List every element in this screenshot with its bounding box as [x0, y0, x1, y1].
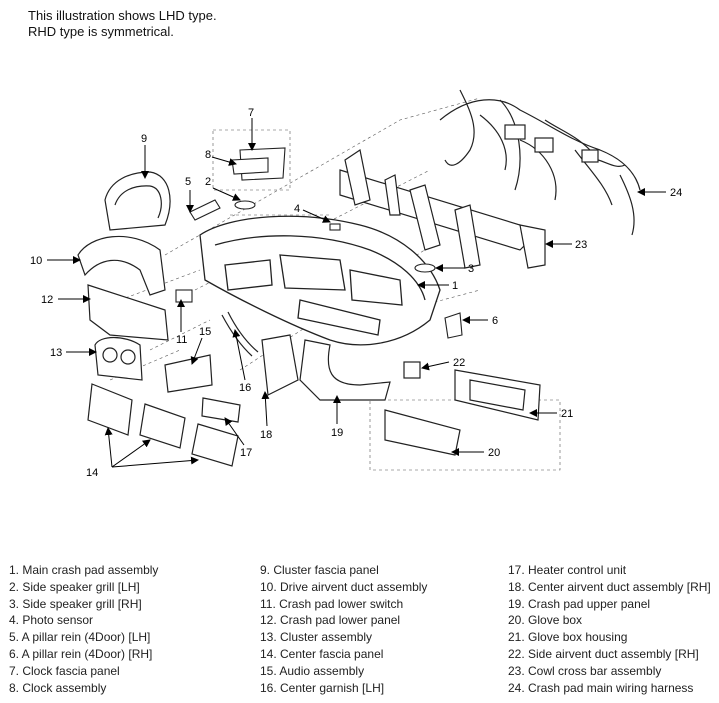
cowl-cross-bar-part	[339, 149, 546, 269]
legend-item: 21. Glove box housing	[508, 630, 628, 645]
side-speaker-grill-rh-part	[414, 263, 436, 273]
legend-item: 2. Side speaker grill [LH]	[9, 579, 140, 594]
crash-pad-lower-panel-part	[87, 284, 169, 341]
audio-assembly-part	[164, 354, 213, 393]
callout-12: 12	[41, 294, 53, 306]
callout-18: 18	[260, 429, 272, 441]
legend-item: 11. Crash pad lower switch	[260, 596, 404, 611]
callout-2: 2	[205, 176, 211, 188]
side-airvent-duct-rh-part	[403, 361, 421, 379]
callout-10: 10	[30, 255, 42, 267]
callout-22: 22	[453, 357, 465, 369]
legend-item: 19. Crash pad upper panel	[508, 596, 651, 611]
cluster-fascia-panel-part	[104, 171, 171, 231]
legend-column-3: 17. Heater control unit 18. Center airve…	[508, 562, 711, 696]
note-line-1: This illustration shows LHD type.	[28, 8, 217, 23]
callout-14: 14	[86, 467, 98, 479]
center-fascia-panel-part	[87, 383, 239, 467]
legend-item: 16. Center garnish [LH]	[260, 680, 385, 695]
callout-3: 3	[468, 263, 474, 275]
center-garnish-lh-part	[221, 311, 259, 357]
callout-7: 7	[248, 107, 254, 119]
callout-17: 17	[240, 447, 252, 459]
legend-item: 12. Crash pad lower panel	[260, 613, 401, 628]
callout-11: 11	[176, 334, 187, 346]
callout-15: 15	[199, 326, 211, 338]
legend-item: 5. A pillar rein (4Door) [LH]	[9, 630, 151, 645]
callout-16: 16	[239, 382, 251, 394]
legend-item: 1. Main crash pad assembly	[9, 563, 159, 577]
legend-item: 17. Heater control unit	[508, 563, 627, 577]
glove-box-housing-part	[454, 369, 541, 421]
legend-item: 13. Cluster assembly	[260, 630, 373, 645]
callout-8: 8	[205, 149, 211, 161]
callout-5: 5	[185, 176, 191, 188]
legend-item: 15. Audio assembly	[260, 663, 365, 678]
legend-item: 8. Clock assembly	[9, 680, 107, 695]
callout-21: 21	[561, 408, 573, 420]
crash-pad-upper-panel-part	[299, 339, 391, 401]
glove-box-part	[384, 409, 461, 456]
legend-item: 18. Center airvent duct assembly [RH]	[508, 579, 711, 594]
side-speaker-grill-lh-part	[234, 200, 256, 210]
a-pillar-rein-rh-part	[444, 312, 463, 339]
crash-pad-lower-switch-part	[175, 289, 193, 303]
legend-item: 10. Drive airvent duct assembly	[260, 579, 428, 594]
callout-numbers: 1 2 3 4 5 6 7 8 9 10 11 12 13 14 15 16 1…	[30, 107, 682, 479]
legend-item: 7. Clock fascia panel	[9, 663, 120, 678]
callout-1: 1	[452, 280, 458, 292]
callout-24: 24	[670, 187, 682, 199]
main-crash-pad-part	[199, 215, 441, 346]
cluster-assembly-part	[94, 336, 143, 381]
callout-9: 9	[141, 133, 147, 145]
legend-item: 3. Side speaker grill [RH]	[9, 596, 142, 611]
legend-item: 20. Glove box	[508, 613, 583, 628]
legend-item: 6. A pillar rein (4Door) [RH]	[9, 646, 153, 661]
center-airvent-duct-rh-part	[261, 334, 299, 396]
legend-item: 22. Side airvent duct assembly [RH]	[508, 646, 699, 661]
heater-control-unit-part	[201, 397, 241, 423]
note-line-2: RHD type is symmetrical.	[28, 24, 174, 39]
callout-6: 6	[492, 315, 498, 327]
callout-20: 20	[488, 447, 500, 459]
a-pillar-rein-lh-part	[189, 199, 221, 221]
drive-airvent-duct-part	[77, 235, 166, 296]
photo-sensor-part	[329, 223, 341, 231]
wiring-harness-part	[439, 89, 641, 236]
callout-23: 23	[575, 239, 587, 251]
callout-19: 19	[331, 427, 343, 439]
legend-item: 23. Cowl cross bar assembly	[508, 663, 662, 678]
legend-item: 24. Crash pad main wiring harness	[508, 680, 694, 695]
callout-4: 4	[294, 203, 300, 215]
legend-column-1: 1. Main crash pad assembly 2. Side speak…	[9, 562, 158, 696]
legend-item: 4. Photo sensor	[9, 613, 94, 628]
callout-13: 13	[50, 347, 62, 359]
legend-column-2: 9. Cluster fascia panel 10. Drive airven…	[260, 562, 427, 696]
leader-lines	[47, 118, 666, 468]
legend-item: 9. Cluster fascia panel	[260, 563, 379, 577]
legend-item: 14. Center fascia panel	[260, 646, 384, 661]
clock-assembly-part	[231, 157, 269, 175]
